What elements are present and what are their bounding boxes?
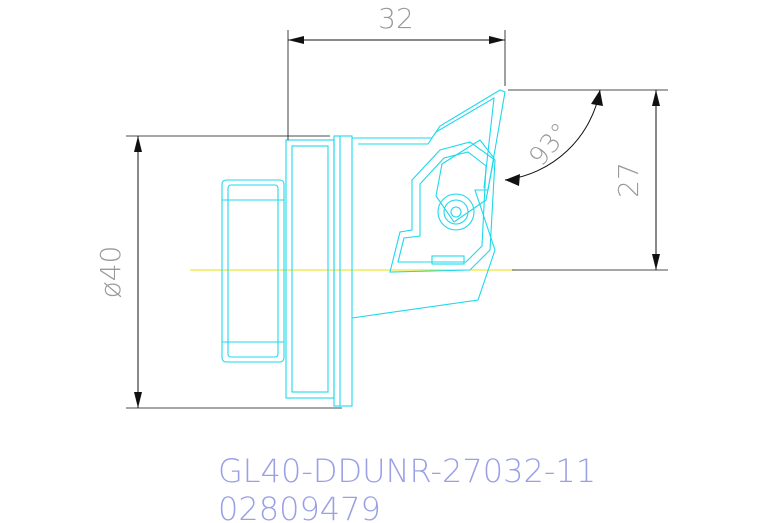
tool-holder-body xyxy=(221,89,506,407)
dimension-height: 27 xyxy=(508,89,668,271)
dimension-diameter-label: ø40 xyxy=(94,246,127,299)
dimension-angle: 93° xyxy=(504,89,603,186)
dimension-length: 32 xyxy=(287,2,506,140)
part-number: 02809479 xyxy=(218,490,381,523)
dimension-length-label: 32 xyxy=(378,2,414,35)
dimension-angle-label: 93° xyxy=(524,118,577,173)
dimension-height-label: 27 xyxy=(612,162,645,198)
dimension-diameter: ø40 xyxy=(94,135,342,409)
part-designation: GL40-DDUNR-27032-11 xyxy=(218,452,596,490)
